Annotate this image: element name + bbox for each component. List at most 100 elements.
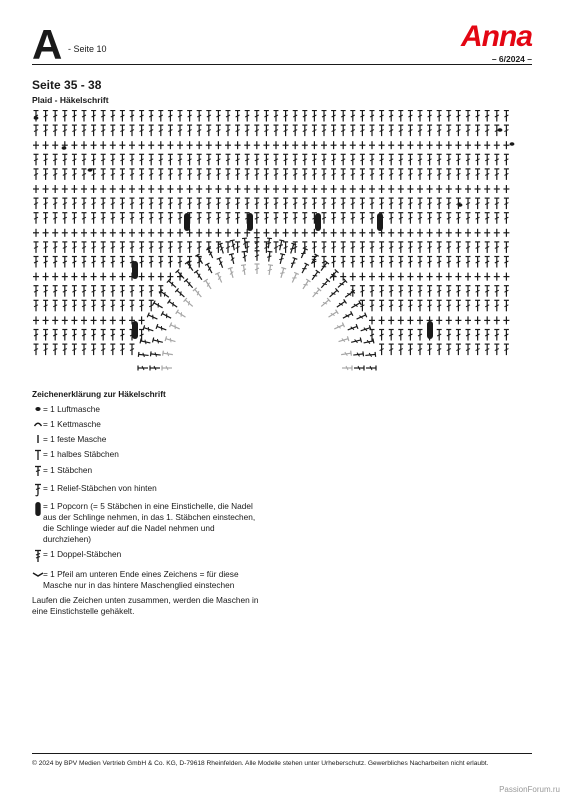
single-crochet-mark bbox=[148, 272, 155, 281]
stitch-mark bbox=[359, 241, 365, 253]
issue-number: – 6/2024 – bbox=[491, 54, 532, 64]
single-crochet-mark bbox=[33, 316, 39, 325]
stitch-mark bbox=[43, 110, 49, 122]
arc-stitch-mark bbox=[329, 268, 339, 279]
single-crochet-mark bbox=[493, 272, 500, 281]
single-crochet-mark bbox=[397, 141, 404, 150]
arc-stitch-mark bbox=[344, 288, 356, 298]
stitch-mark bbox=[369, 110, 375, 122]
stitch-mark bbox=[43, 343, 49, 356]
stitch-mark bbox=[465, 328, 471, 341]
stitch-mark bbox=[427, 124, 433, 137]
stitch-mark bbox=[427, 153, 433, 166]
stitch-mark bbox=[43, 197, 49, 210]
stitch-mark bbox=[139, 255, 145, 268]
arc-stitch-mark bbox=[216, 256, 224, 268]
stitch-mark bbox=[254, 110, 260, 122]
single-crochet-mark bbox=[205, 185, 212, 193]
stitch-mark bbox=[206, 153, 212, 166]
stitch-mark bbox=[446, 241, 452, 253]
single-crochet-mark bbox=[282, 228, 289, 237]
single-crochet-mark bbox=[273, 228, 279, 237]
stitch-mark bbox=[417, 328, 423, 341]
stitch-mark bbox=[225, 153, 231, 166]
stitch-mark bbox=[100, 168, 106, 180]
stitch-mark bbox=[177, 168, 183, 180]
stitch-mark bbox=[321, 241, 327, 253]
stitch-mark bbox=[52, 241, 58, 253]
stitch-mark bbox=[139, 153, 145, 166]
single-crochet-mark bbox=[253, 185, 260, 193]
single-crochet-mark bbox=[349, 141, 356, 150]
arc-stitch-mark bbox=[139, 338, 151, 345]
stitch-mark bbox=[158, 153, 164, 166]
stitch-mark bbox=[446, 110, 452, 122]
stitch-mark bbox=[417, 241, 423, 253]
stitch-mark bbox=[206, 124, 212, 137]
stitch-mark bbox=[302, 168, 308, 180]
stitch-mark bbox=[91, 168, 97, 180]
stitch-mark bbox=[139, 197, 145, 210]
stitch-mark bbox=[436, 255, 442, 268]
arc-stitch-mark bbox=[267, 250, 273, 262]
stitch-mark bbox=[292, 212, 298, 224]
stitch-mark bbox=[273, 241, 279, 253]
single-crochet-mark bbox=[436, 316, 443, 325]
stitch-mark bbox=[379, 241, 385, 253]
single-crochet-mark bbox=[109, 228, 116, 237]
arc-stitch-mark bbox=[320, 260, 330, 271]
stitch-mark bbox=[503, 241, 509, 253]
stitch-mark bbox=[321, 212, 327, 224]
footer-divider bbox=[32, 753, 532, 754]
arc-stitch-mark bbox=[151, 337, 163, 344]
stitch-mark bbox=[350, 153, 356, 166]
stitch-mark bbox=[465, 197, 471, 210]
stitch-mark bbox=[81, 255, 87, 268]
stitch-mark bbox=[139, 168, 145, 180]
arc-stitch-mark bbox=[311, 269, 321, 281]
single-crochet-mark bbox=[407, 185, 414, 193]
stitch-mark bbox=[167, 255, 173, 268]
stitch-mark bbox=[110, 255, 116, 268]
stitch-mark bbox=[417, 212, 423, 224]
stitch-mark bbox=[177, 153, 183, 166]
single-crochet-mark bbox=[484, 316, 491, 325]
single-crochet-mark bbox=[225, 185, 231, 193]
single-crochet-mark bbox=[196, 185, 203, 193]
stitch-mark bbox=[71, 124, 77, 137]
single-crochet-mark bbox=[81, 316, 87, 325]
stitch-mark bbox=[81, 285, 87, 297]
stitch-mark bbox=[503, 285, 509, 297]
stitch-mark bbox=[100, 241, 106, 253]
single-crochet-mark bbox=[71, 272, 78, 281]
single-crochet-mark bbox=[109, 272, 116, 281]
arc-stitch-mark bbox=[149, 351, 161, 357]
stitch-mark bbox=[494, 255, 500, 268]
stitch-mark bbox=[62, 197, 68, 210]
single-crochet-mark bbox=[273, 185, 279, 193]
arc-stitch-mark bbox=[228, 253, 235, 265]
stitch-mark bbox=[43, 328, 49, 341]
stitch-mark bbox=[455, 212, 461, 224]
arc-stitch-mark bbox=[215, 271, 223, 283]
stitch-mark bbox=[187, 241, 193, 253]
stitch-mark bbox=[465, 153, 471, 166]
stitch-mark bbox=[340, 110, 346, 122]
section-letter: A bbox=[32, 21, 63, 68]
stitch-mark bbox=[129, 343, 135, 356]
page-label: - Seite 10 bbox=[68, 44, 107, 54]
stitch-mark bbox=[417, 153, 423, 166]
arc-stitch-mark bbox=[363, 338, 375, 344]
stitch-mark bbox=[369, 285, 375, 297]
single-crochet-mark bbox=[177, 141, 183, 150]
single-crochet-mark bbox=[71, 316, 78, 325]
stitch-mark bbox=[407, 343, 413, 356]
single-crochet-mark bbox=[129, 141, 135, 150]
stitch-mark bbox=[475, 197, 481, 210]
legend-item: = 1 Kettmasche bbox=[32, 419, 262, 430]
stitch-mark bbox=[283, 197, 289, 210]
single-crochet-mark bbox=[397, 316, 404, 325]
stitch-mark bbox=[446, 153, 452, 166]
stitch-mark bbox=[475, 110, 481, 122]
stitch-mark bbox=[187, 197, 193, 210]
